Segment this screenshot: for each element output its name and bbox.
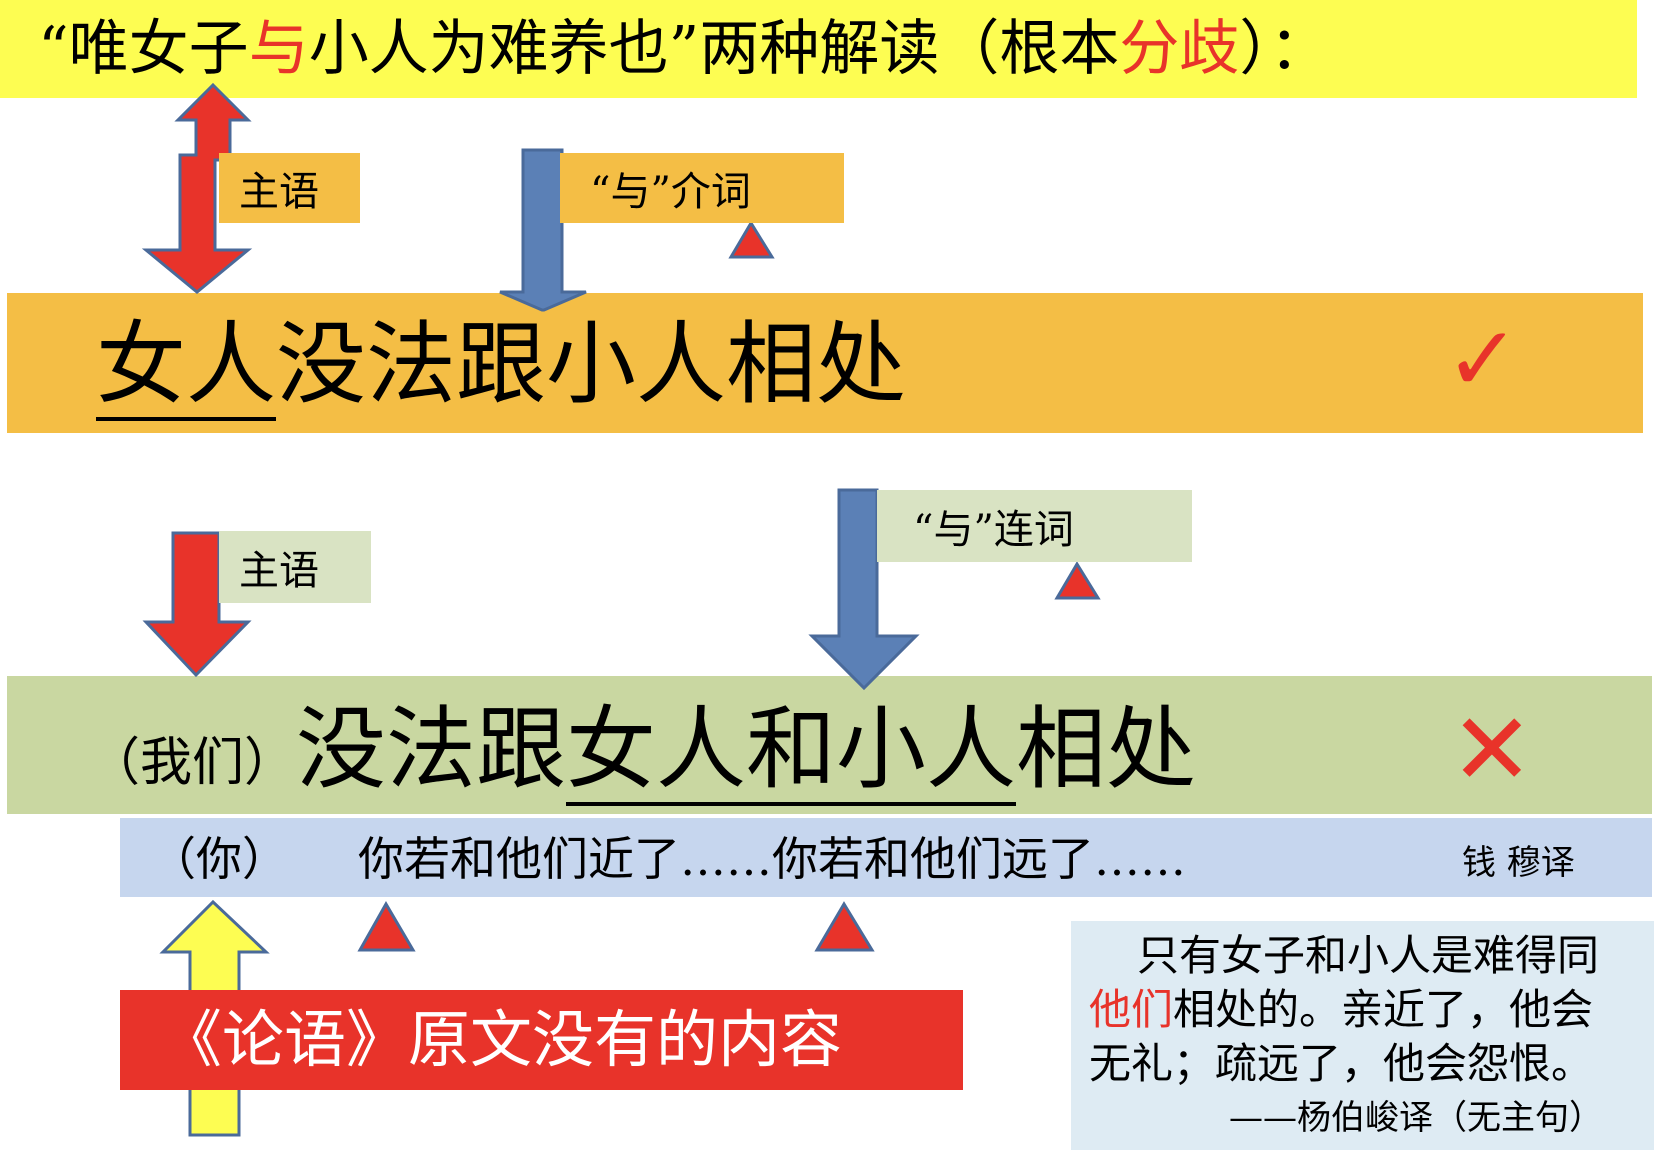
cross-mark-icon: ✕ <box>1450 691 1534 808</box>
reading-1-text: 女人没法跟小人相处 <box>96 300 906 430</box>
yang-line-1: 只有女子和小人是难得同 <box>1137 931 1600 980</box>
reading-2-prefix: （我们） <box>88 733 297 793</box>
label-preposition: “与”介词 <box>560 153 844 223</box>
reading-1-bar <box>7 293 1643 433</box>
yang-attribution: ——杨伯峻译（无主句） <box>1229 1098 1603 1138</box>
label-subject-1: 主语 <box>219 153 360 223</box>
title-part: “唯女子 <box>38 14 249 84</box>
slide-title: “唯女子与小人为难养也”两种解读（根本分歧）： <box>0 0 1637 98</box>
double-arrow-icon <box>141 82 253 294</box>
reading-2-post: 相处 <box>1016 697 1197 802</box>
yang-line-2-text: 相处的。亲近了，他会 <box>1173 985 1594 1034</box>
label-conjunction: “与”连词 <box>877 490 1192 562</box>
missing-content-note: 《论语》原文没有的内容 <box>120 990 963 1090</box>
yang-line-3: 无礼；疏远了，他会怨恨。 <box>1089 1039 1594 1088</box>
qian-text: 你若和他们近了……你若和他们远了…… <box>358 832 1186 886</box>
triangle-marker-icon <box>728 220 775 259</box>
qian-translation-bar <box>120 818 1652 897</box>
qian-prefix: （你） <box>150 832 288 886</box>
reading-1-subject: 女人 <box>96 312 276 421</box>
yang-translation-box: 只有女子和小人是难得同 他们相处的。亲近了，他会 无礼；疏远了，他会怨恨。 ——… <box>1071 921 1654 1150</box>
title-highlight-fenqi: 分歧 <box>1119 14 1240 84</box>
label-subject-2: 主语 <box>219 531 371 603</box>
qian-translator: 钱 穆译 <box>1462 843 1575 883</box>
triangle-marker-icon <box>1054 561 1101 600</box>
triangle-marker-icon <box>357 900 416 952</box>
title-part: ）： <box>1239 14 1330 84</box>
title-part: 小人为难养也”两种解读（根本 <box>308 14 1120 84</box>
reading-2-bar <box>7 676 1652 814</box>
triangle-marker-icon <box>814 901 875 952</box>
reading-2-text: （我们）没法跟女人和小人相处 <box>88 690 1196 823</box>
reading-2-object: 女人和小人 <box>566 697 1017 806</box>
reading-1-rest: 没法跟小人相处 <box>276 312 906 417</box>
check-mark-icon: ✓ <box>1445 307 1521 412</box>
yang-highlight: 他们 <box>1089 985 1174 1034</box>
reading-2-pre: 没法跟 <box>296 697 567 802</box>
yang-line-2: 他们相处的。亲近了，他会 <box>1089 983 1654 1037</box>
title-highlight-yu: 与 <box>248 14 309 84</box>
